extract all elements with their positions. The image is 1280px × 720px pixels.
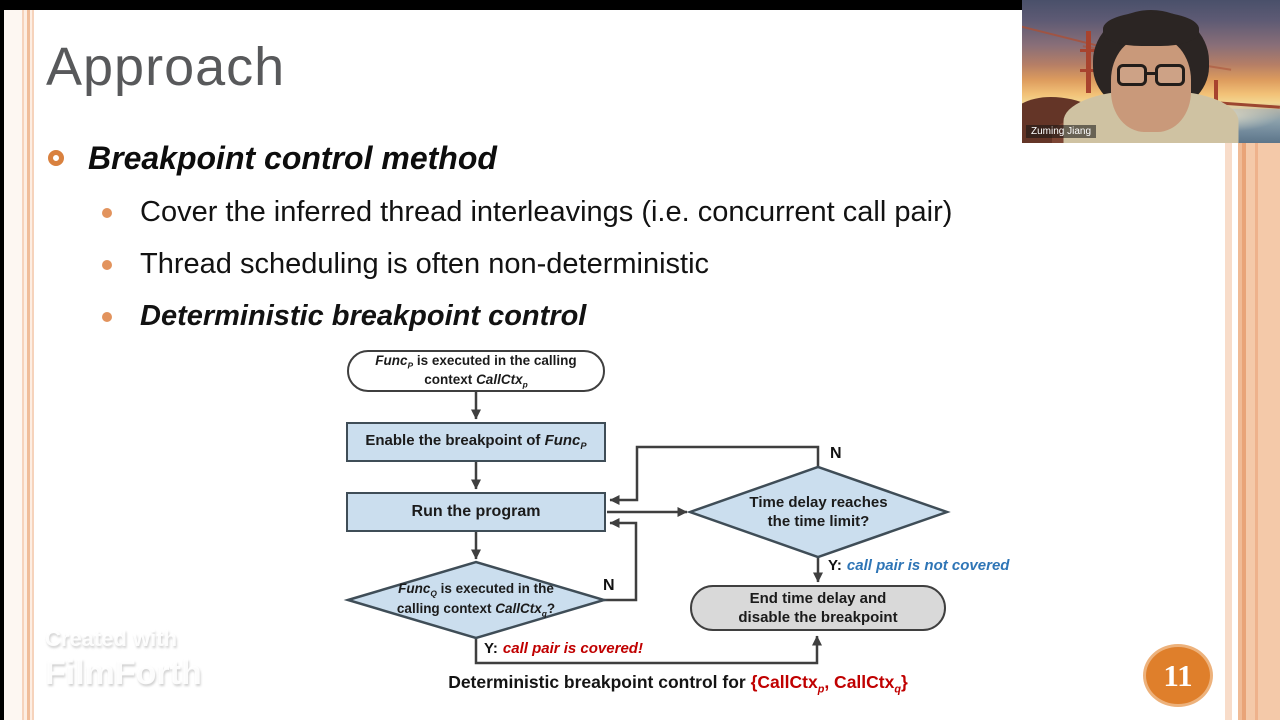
watermark-line1: Created with — [45, 626, 178, 651]
node-start-stadium: FuncP is executed in the calling context… — [347, 350, 605, 392]
presenter-hair-fringe — [1103, 12, 1199, 46]
bridge-beam-icon — [1080, 68, 1097, 72]
left-border-wash — [4, 0, 22, 720]
node-timer-decision-text: Time delay reaches the time limit? — [749, 493, 888, 531]
page-number-badge: 11 — [1143, 644, 1213, 707]
bridge-tower-icon — [1214, 80, 1218, 107]
node-run-program: Run the program — [346, 492, 606, 532]
label-y-not-covered: Y:call pair is not covered — [828, 557, 1010, 574]
letterbox-top-bar — [0, 0, 1280, 10]
label-y-covered: Y:call pair is covered! — [484, 640, 643, 657]
glasses-lens — [1155, 64, 1185, 86]
bridge-beam-icon — [1080, 48, 1097, 52]
filmforth-watermark: Created with FilmForth — [45, 626, 202, 693]
node-enable-breakpoint: Enable the breakpoint of FuncP — [346, 422, 606, 462]
sub-bullet-row: Cover the inferred thread interleavings … — [102, 196, 952, 229]
label-n-timer: N — [830, 445, 842, 462]
dot-bullet-icon — [102, 208, 112, 218]
sub-bullet-row: Thread scheduling is often non-determini… — [102, 248, 709, 281]
flowchart-caption: Deterministic breakpoint control for {Ca… — [448, 672, 908, 696]
main-bullet-text: Breakpoint control method — [88, 140, 497, 176]
dot-bullet-icon — [102, 312, 112, 322]
glasses-icon — [1109, 64, 1193, 88]
dot-bullet-icon — [102, 260, 112, 270]
left-border-stripes — [22, 0, 36, 720]
bridge-tower-icon — [1086, 31, 1091, 94]
node-end-stadium: End time delay and disable the breakpoin… — [690, 585, 946, 631]
webcam-video: Zuming Jiang — [1022, 0, 1280, 143]
glasses-lens — [1117, 64, 1147, 86]
sub-bullet-text: Cover the inferred thread interleavings … — [140, 196, 953, 228]
label-n-funcq: N — [603, 577, 615, 594]
sub-bullet-text: Deterministic breakpoint control — [140, 300, 587, 332]
watermark-line2: FilmForth — [45, 654, 202, 692]
slide-title: Approach — [46, 37, 286, 97]
sub-bullet-row: Deterministic breakpoint control — [102, 300, 586, 333]
glasses-bridge — [1146, 72, 1156, 75]
webcam-name-tag: Zuming Jiang — [1026, 125, 1097, 138]
letterbox-left-edge — [0, 0, 4, 720]
main-bullet-row: Breakpoint control method — [48, 140, 497, 177]
node-funcq-decision-text: FuncQ is executed in the calling context… — [396, 581, 556, 619]
ring-bullet-icon — [48, 150, 64, 166]
sub-bullet-text: Thread scheduling is often non-determini… — [140, 248, 710, 280]
